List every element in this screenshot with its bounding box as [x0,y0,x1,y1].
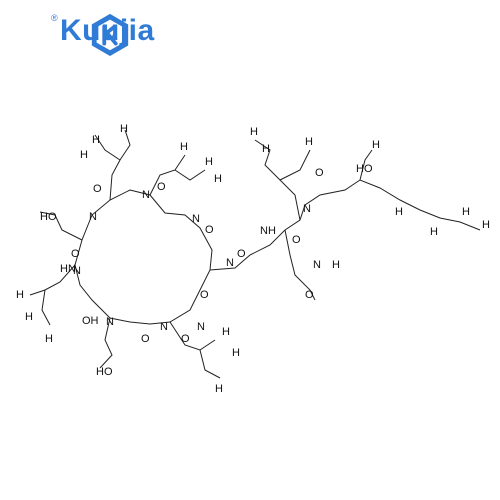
carbonyl-oxygen-3: O [205,224,214,236]
chain-hydrogen: H [462,206,470,218]
methyl-hydrogen: H [45,333,53,345]
ring-nitrogen-1: N [89,211,97,223]
ring-nitrogen-3: N [192,213,200,225]
chain-hydrogen: H [395,206,403,218]
methyl-hydrogen: H [214,173,222,185]
hexagon-logo-icon [91,13,129,56]
amide-nitrogen: N [313,259,321,271]
registered-mark: ® [51,13,58,23]
carbonyl-oxygen-7: O [237,248,246,260]
carbonyl-oxygen-5: O [141,333,150,345]
bonds [29,129,481,379]
methyl-hydrogen: H [305,136,313,148]
methyl-hydrogen: H [25,311,33,323]
ring-nitrogen-8: N [197,321,205,333]
amine-chain-1: NH [260,225,276,237]
carbonyl-oxygen-2: O [157,181,166,193]
ring-nitrogen-4: N [226,257,234,269]
methyl-hydrogen: H [222,326,230,338]
methyl-hydrogen: H [262,143,270,155]
amide-oxygen: O [305,289,314,301]
carbonyl-oxygen-1: O [93,183,102,195]
methyl-hydrogen: H [250,126,258,138]
methyl-hydrogen: H [80,149,88,161]
hydroxyl-left: HO [40,211,57,223]
carbonyl-oxygen-9: O [315,167,324,179]
hydroxyl-lower: OH [82,315,99,327]
ester-oxygen: O [200,289,209,301]
ring-nitrogen-5: N [73,265,81,277]
brand-name: Kuujia [60,14,155,47]
chain-hydrogen: H [482,219,490,231]
carbonyl-oxygen-4: O [71,248,80,260]
amide-hydrogen: H [332,259,340,271]
ring-nitrogen-6: N [106,316,114,328]
carbonyl-oxygen-8: O [292,234,301,246]
methyl-hydrogen: H [92,134,100,146]
amine-chain-2: N [303,203,311,215]
methyl-hydrogen: H [180,141,188,153]
methyl-hydrogen: H [372,139,380,151]
hydroxyl-chain: HO [356,163,373,175]
methyl-hydrogen: H [120,123,128,135]
methyl-hydrogen: H [232,347,240,359]
amine-left: HN [60,263,76,275]
methyl-hydrogen: H [16,289,24,301]
methyl-hydrogen: H [215,383,223,395]
ring-nitrogen-7: N [160,321,168,333]
chain-hydrogen: H [430,226,438,238]
carbonyl-oxygen-6: O [181,333,190,345]
hydroxyl-bottom: HO [96,366,113,378]
atom-labels: N N N N N N N N O O O O O O O O O O O HO… [16,123,490,395]
ring-nitrogen-2: N [142,189,150,201]
methyl-hydrogen: H [205,156,213,168]
